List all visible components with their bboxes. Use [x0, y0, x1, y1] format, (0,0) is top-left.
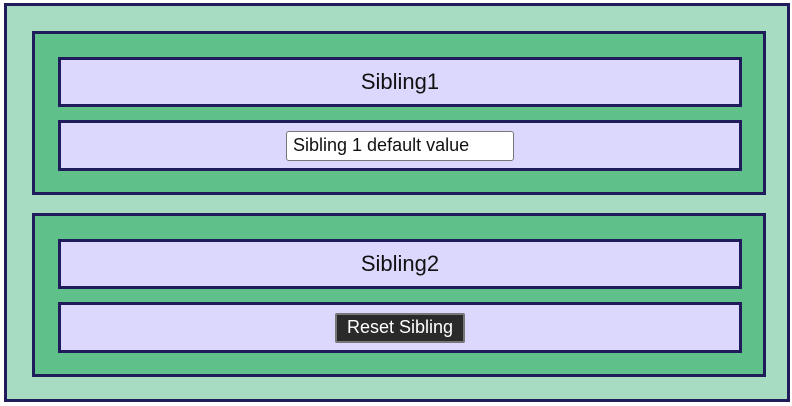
- sibling2-title: Sibling2: [360, 251, 440, 276]
- parent-container: Sibling1 Sibling2 Reset Sibling: [4, 3, 790, 402]
- reset-sibling-button[interactable]: Reset Sibling: [334, 312, 466, 343]
- sibling2-panel: Sibling2 Reset Sibling: [32, 213, 766, 377]
- sibling2-title-row: Sibling2: [58, 239, 742, 289]
- sibling1-input-row: [58, 120, 742, 171]
- sibling1-text-input[interactable]: [286, 130, 514, 161]
- sibling1-title-row: Sibling1: [58, 57, 742, 107]
- sibling2-button-row: Reset Sibling: [58, 302, 742, 353]
- sibling1-title: Sibling1: [360, 69, 440, 94]
- sibling1-panel: Sibling1: [32, 31, 766, 195]
